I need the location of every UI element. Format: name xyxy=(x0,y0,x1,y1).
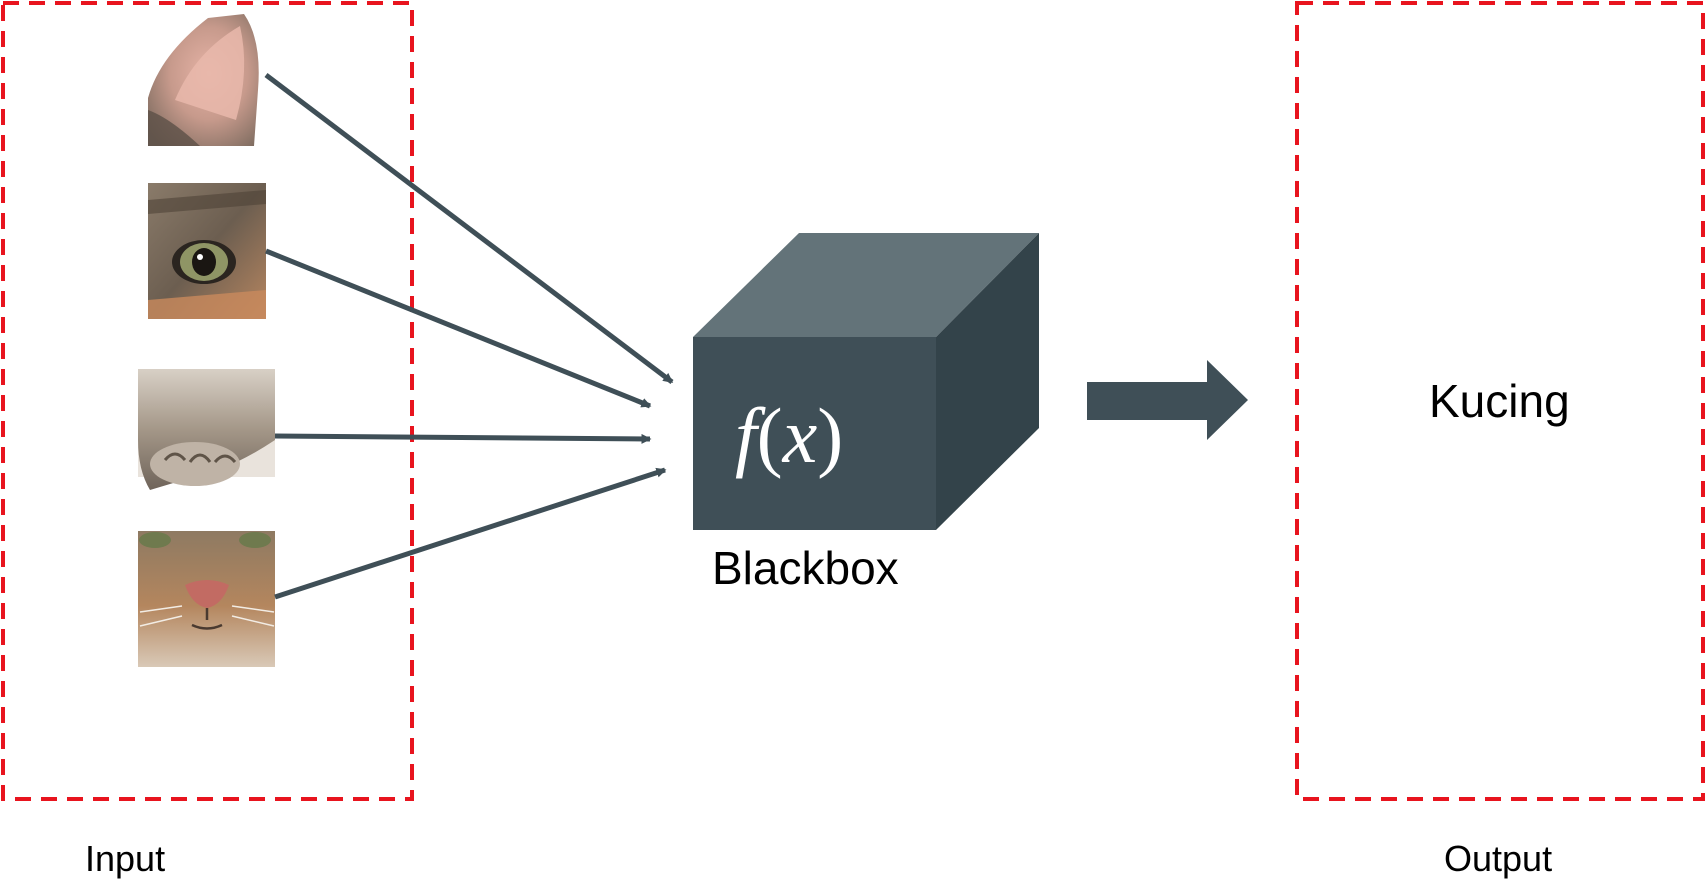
input-dashed-box xyxy=(1,1,414,801)
cat-paw-image xyxy=(138,369,275,490)
blackbox-cube xyxy=(693,233,1039,530)
arrow-ear-to-blackbox xyxy=(264,73,674,384)
output-result: Kucing xyxy=(1429,375,1570,427)
output-arrow xyxy=(1087,360,1248,440)
output-dashed-box xyxy=(1295,1,1705,801)
cube-top-face xyxy=(693,233,1039,337)
arrow-nose-to-blackbox xyxy=(274,467,667,600)
cat-eye-image xyxy=(148,183,266,319)
output-label: Output xyxy=(1444,838,1552,879)
cat-ear-image xyxy=(148,14,259,146)
blackbox-formula: f(x) xyxy=(735,392,843,479)
arrow-eye-to-blackbox xyxy=(265,248,652,409)
blackbox-label: Blackbox xyxy=(712,542,899,594)
input-label: Input xyxy=(85,838,165,879)
cube-front-face xyxy=(693,337,936,530)
arrow-paw-to-blackbox xyxy=(274,433,652,444)
cube-side-face xyxy=(936,233,1039,530)
cat-nose-image xyxy=(138,531,275,667)
